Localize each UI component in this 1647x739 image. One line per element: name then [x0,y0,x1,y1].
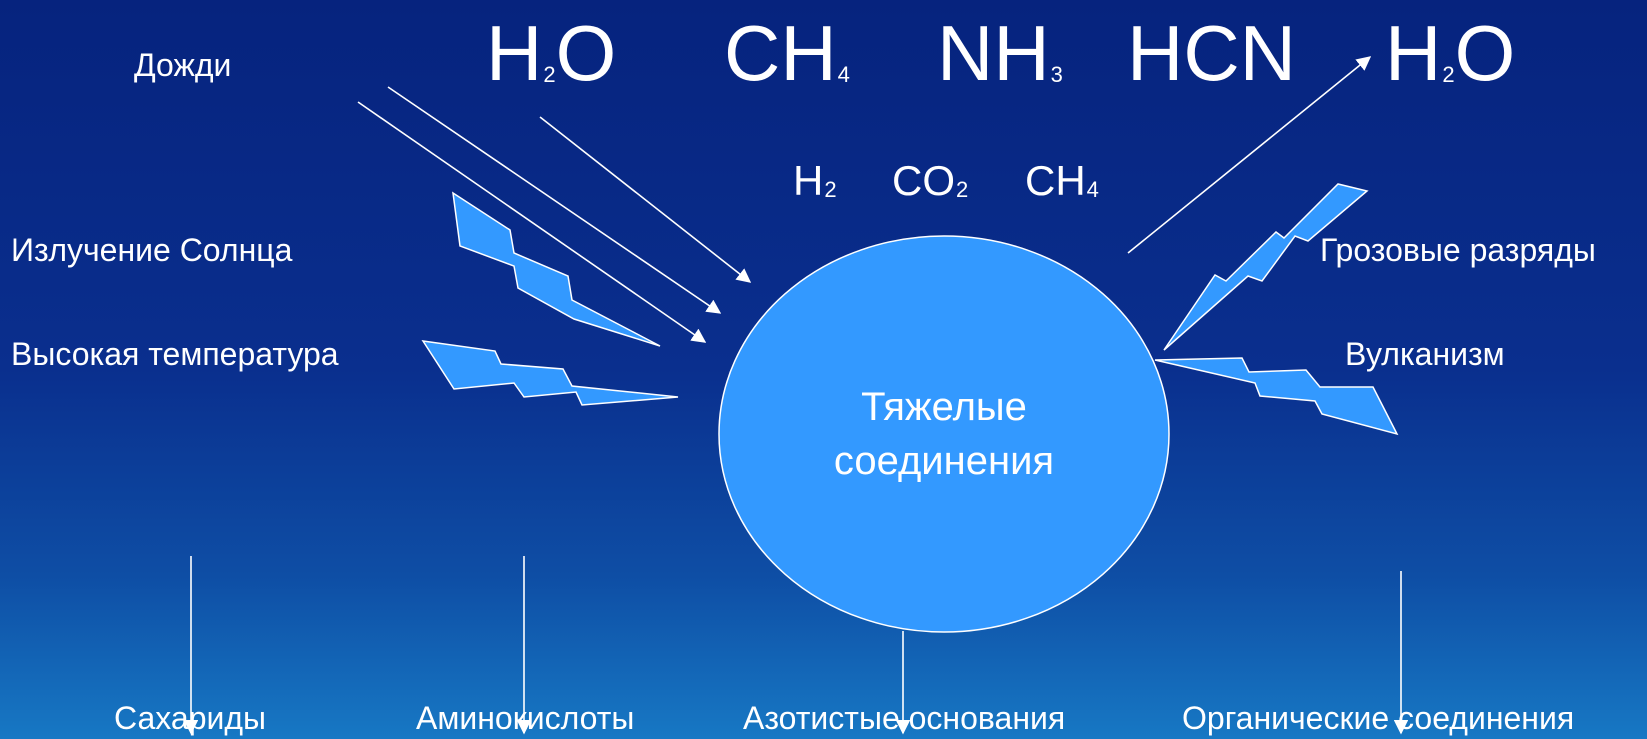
formula-nh3: NH3 [937,9,1063,97]
formula-h2: H2 [793,157,837,204]
rain-arrow-2 [357,101,707,343]
water-out-arrow [1127,56,1372,254]
formula-ch4-small: CH4 [1025,157,1099,204]
label-solar-radiation: Излучение Солнца [11,232,293,268]
center-label-line1: Тяжелые [861,385,1027,429]
formula-h2o-left: H2O [486,9,617,97]
heavy-compounds-ellipse [718,235,1170,633]
rain-arrow-3 [539,116,752,283]
product-organic-compounds: Органические соединения [1182,700,1575,736]
label-high-temperature: Высокая температура [11,336,339,372]
solar-radiation-bolt [452,191,661,347]
label-volcanism: Вулканизм [1345,336,1505,372]
volcanism-bolt [1154,357,1399,436]
center-label: Тяжелые соединения [744,380,1144,488]
product-nitrogen-bases: Азотистые основания [743,700,1066,736]
product-saccharides: Сахариды [114,700,267,736]
center-label-line2: соединения [833,439,1055,483]
formula-h2o-right: H2O [1385,9,1516,97]
formula-ch4: CH4 [724,9,850,97]
product-amino-acids: Аминокислоты [416,700,635,736]
label-lightning-discharges: Грозовые разряды [1320,232,1596,268]
lightning-discharge-bolt [1163,183,1369,351]
label-rain: Дожди [134,47,232,83]
high-temperature-bolt [421,340,679,406]
formula-hcn: HCN [1127,9,1296,97]
formula-co2: CO2 [892,157,969,204]
rain-arrow-1 [387,86,722,314]
